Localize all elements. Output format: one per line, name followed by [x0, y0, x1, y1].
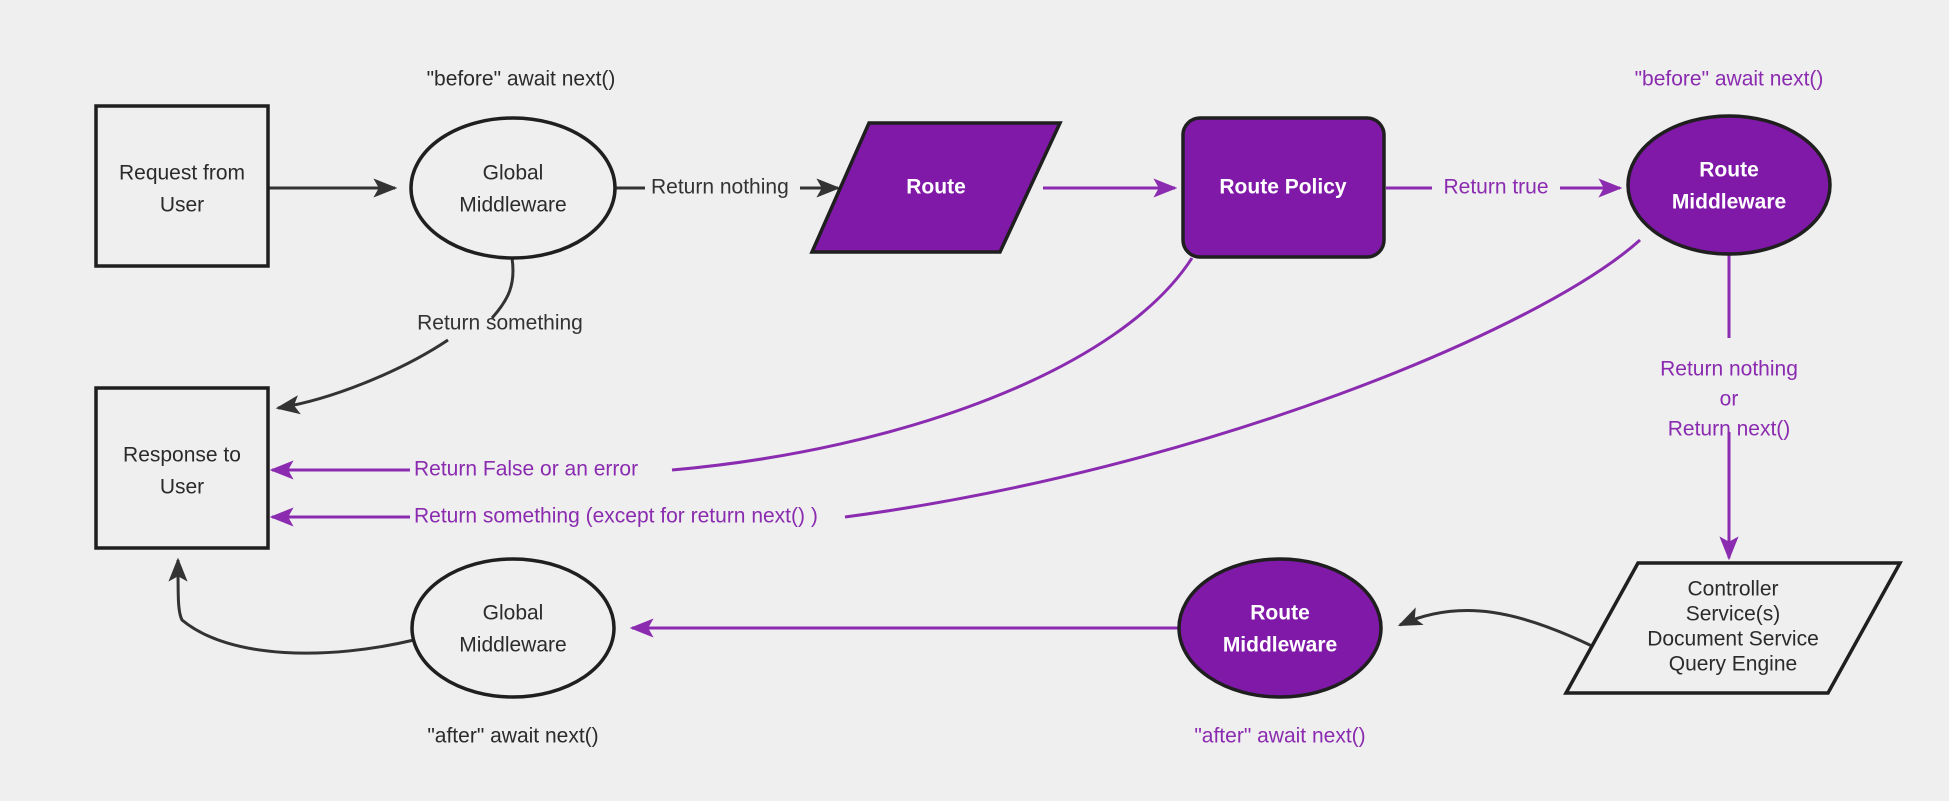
edge-label-return-nothing-or-line1: Return nothing — [1660, 358, 1798, 381]
route-middleware-bottom-shape — [1177, 557, 1383, 699]
node-global-middleware-top[interactable]: Global Middleware — [409, 116, 617, 260]
global-middleware-bottom-label-line1: Global — [483, 602, 544, 625]
response-to-user-label-line2: User — [160, 476, 204, 499]
edge-label-return-nothing: Return nothing — [651, 176, 789, 199]
annotation-after-await-next-global: "after" await next() — [427, 725, 598, 748]
edge-global-middleware-return-something-upper — [490, 257, 515, 319]
annotation-after-await-next-route: "after" await next() — [1194, 725, 1365, 748]
node-route[interactable]: Route — [809, 121, 1063, 254]
route-middleware-top-shape — [1626, 114, 1832, 256]
node-request-from-user[interactable]: Request from User — [94, 104, 270, 268]
edge-label-return-true: Return true — [1443, 176, 1548, 199]
node-route-middleware-bottom[interactable]: Route Middleware — [1177, 557, 1383, 699]
route-policy-label: Route Policy — [1219, 176, 1347, 199]
response-to-user-label-line1: Response to — [123, 444, 241, 467]
edge-route-policy-return-false-curve — [671, 257, 1194, 472]
route-middleware-top-label-line2: Middleware — [1672, 191, 1786, 214]
route-middleware-top-label-line1: Route — [1699, 159, 1759, 182]
global-middleware-top-shape — [409, 116, 617, 260]
edge-controller-to-route-middleware-bottom — [1397, 607, 1601, 652]
edge-global-middleware-bottom-to-response — [168, 557, 415, 655]
node-global-middleware-bottom[interactable]: Global Middleware — [410, 557, 616, 699]
node-route-policy[interactable]: Route Policy — [1181, 116, 1386, 259]
request-from-user-label-line2: User — [160, 194, 204, 217]
annotation-before-await-next-route: "before" await next() — [1635, 68, 1824, 91]
node-response-to-user[interactable]: Response to User — [94, 386, 270, 550]
controller-stack-label-line3: Document Service — [1647, 628, 1819, 651]
edge-label-return-nothing-or-line2: or — [1720, 388, 1739, 411]
edge-route-middleware-return-something-curve — [844, 238, 1642, 519]
edge-label-return-something-top: Return something — [417, 312, 583, 335]
edge-label-return-something-except: Return something (except for return next… — [414, 505, 818, 528]
edge-label-return-nothing-or-line3: Return next() — [1668, 418, 1791, 441]
response-to-user-shape — [94, 386, 270, 550]
edge-global-middleware-return-something-lower — [275, 338, 449, 415]
route-middleware-bottom-label-line2: Middleware — [1223, 634, 1337, 657]
global-middleware-bottom-label-line2: Middleware — [459, 634, 566, 657]
request-from-user-label-line1: Request from — [119, 162, 245, 185]
route-label: Route — [906, 176, 966, 199]
route-middleware-bottom-label-line1: Route — [1250, 602, 1310, 625]
global-middleware-top-label-line1: Global — [483, 162, 544, 185]
edge-label-return-false-or-error: Return False or an error — [414, 458, 638, 481]
node-controller-stack[interactable]: Controller Service(s) Document Service Q… — [1563, 561, 1903, 695]
controller-stack-label-line4: Query Engine — [1669, 653, 1797, 676]
request-from-user-shape — [94, 104, 270, 268]
route-shape — [809, 121, 1063, 254]
controller-stack-label-line1: Controller — [1687, 578, 1778, 601]
node-route-middleware-top[interactable]: Route Middleware — [1626, 114, 1832, 256]
route-policy-shape — [1181, 116, 1386, 259]
global-middleware-bottom-shape — [410, 557, 616, 699]
global-middleware-top-label-line2: Middleware — [459, 194, 566, 217]
controller-stack-shape — [1563, 561, 1903, 695]
annotation-before-await-next-global: "before" await next() — [427, 68, 616, 91]
controller-stack-label-line2: Service(s) — [1686, 603, 1781, 626]
